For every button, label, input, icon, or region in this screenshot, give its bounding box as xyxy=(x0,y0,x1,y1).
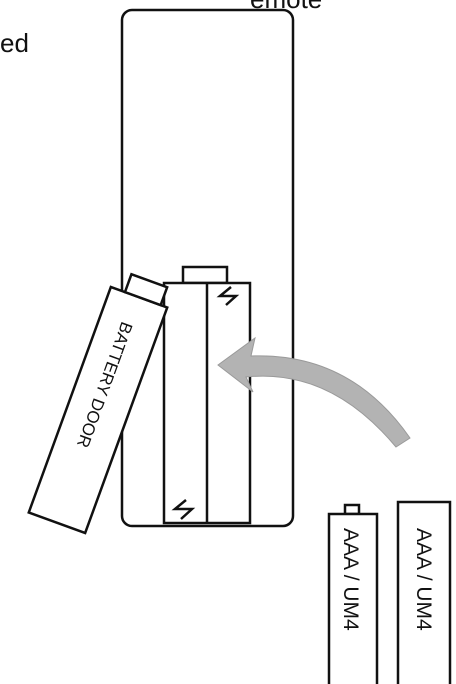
battery-1-label: AAA / UM4 xyxy=(339,528,362,631)
battery-aaa-1: AAA / UM4 xyxy=(327,503,379,684)
battery-aaa-2: AAA / UM4 xyxy=(396,500,452,684)
caption-line-2: ed xyxy=(0,28,29,58)
battery-door: BATTERY DOOR xyxy=(27,272,169,535)
battery-2-label: AAA / UM4 xyxy=(412,528,435,631)
battery-compartment xyxy=(162,265,252,525)
insert-arrow xyxy=(217,336,411,448)
spring-contact-bottom xyxy=(171,499,196,520)
spring-contact-top xyxy=(216,286,240,306)
